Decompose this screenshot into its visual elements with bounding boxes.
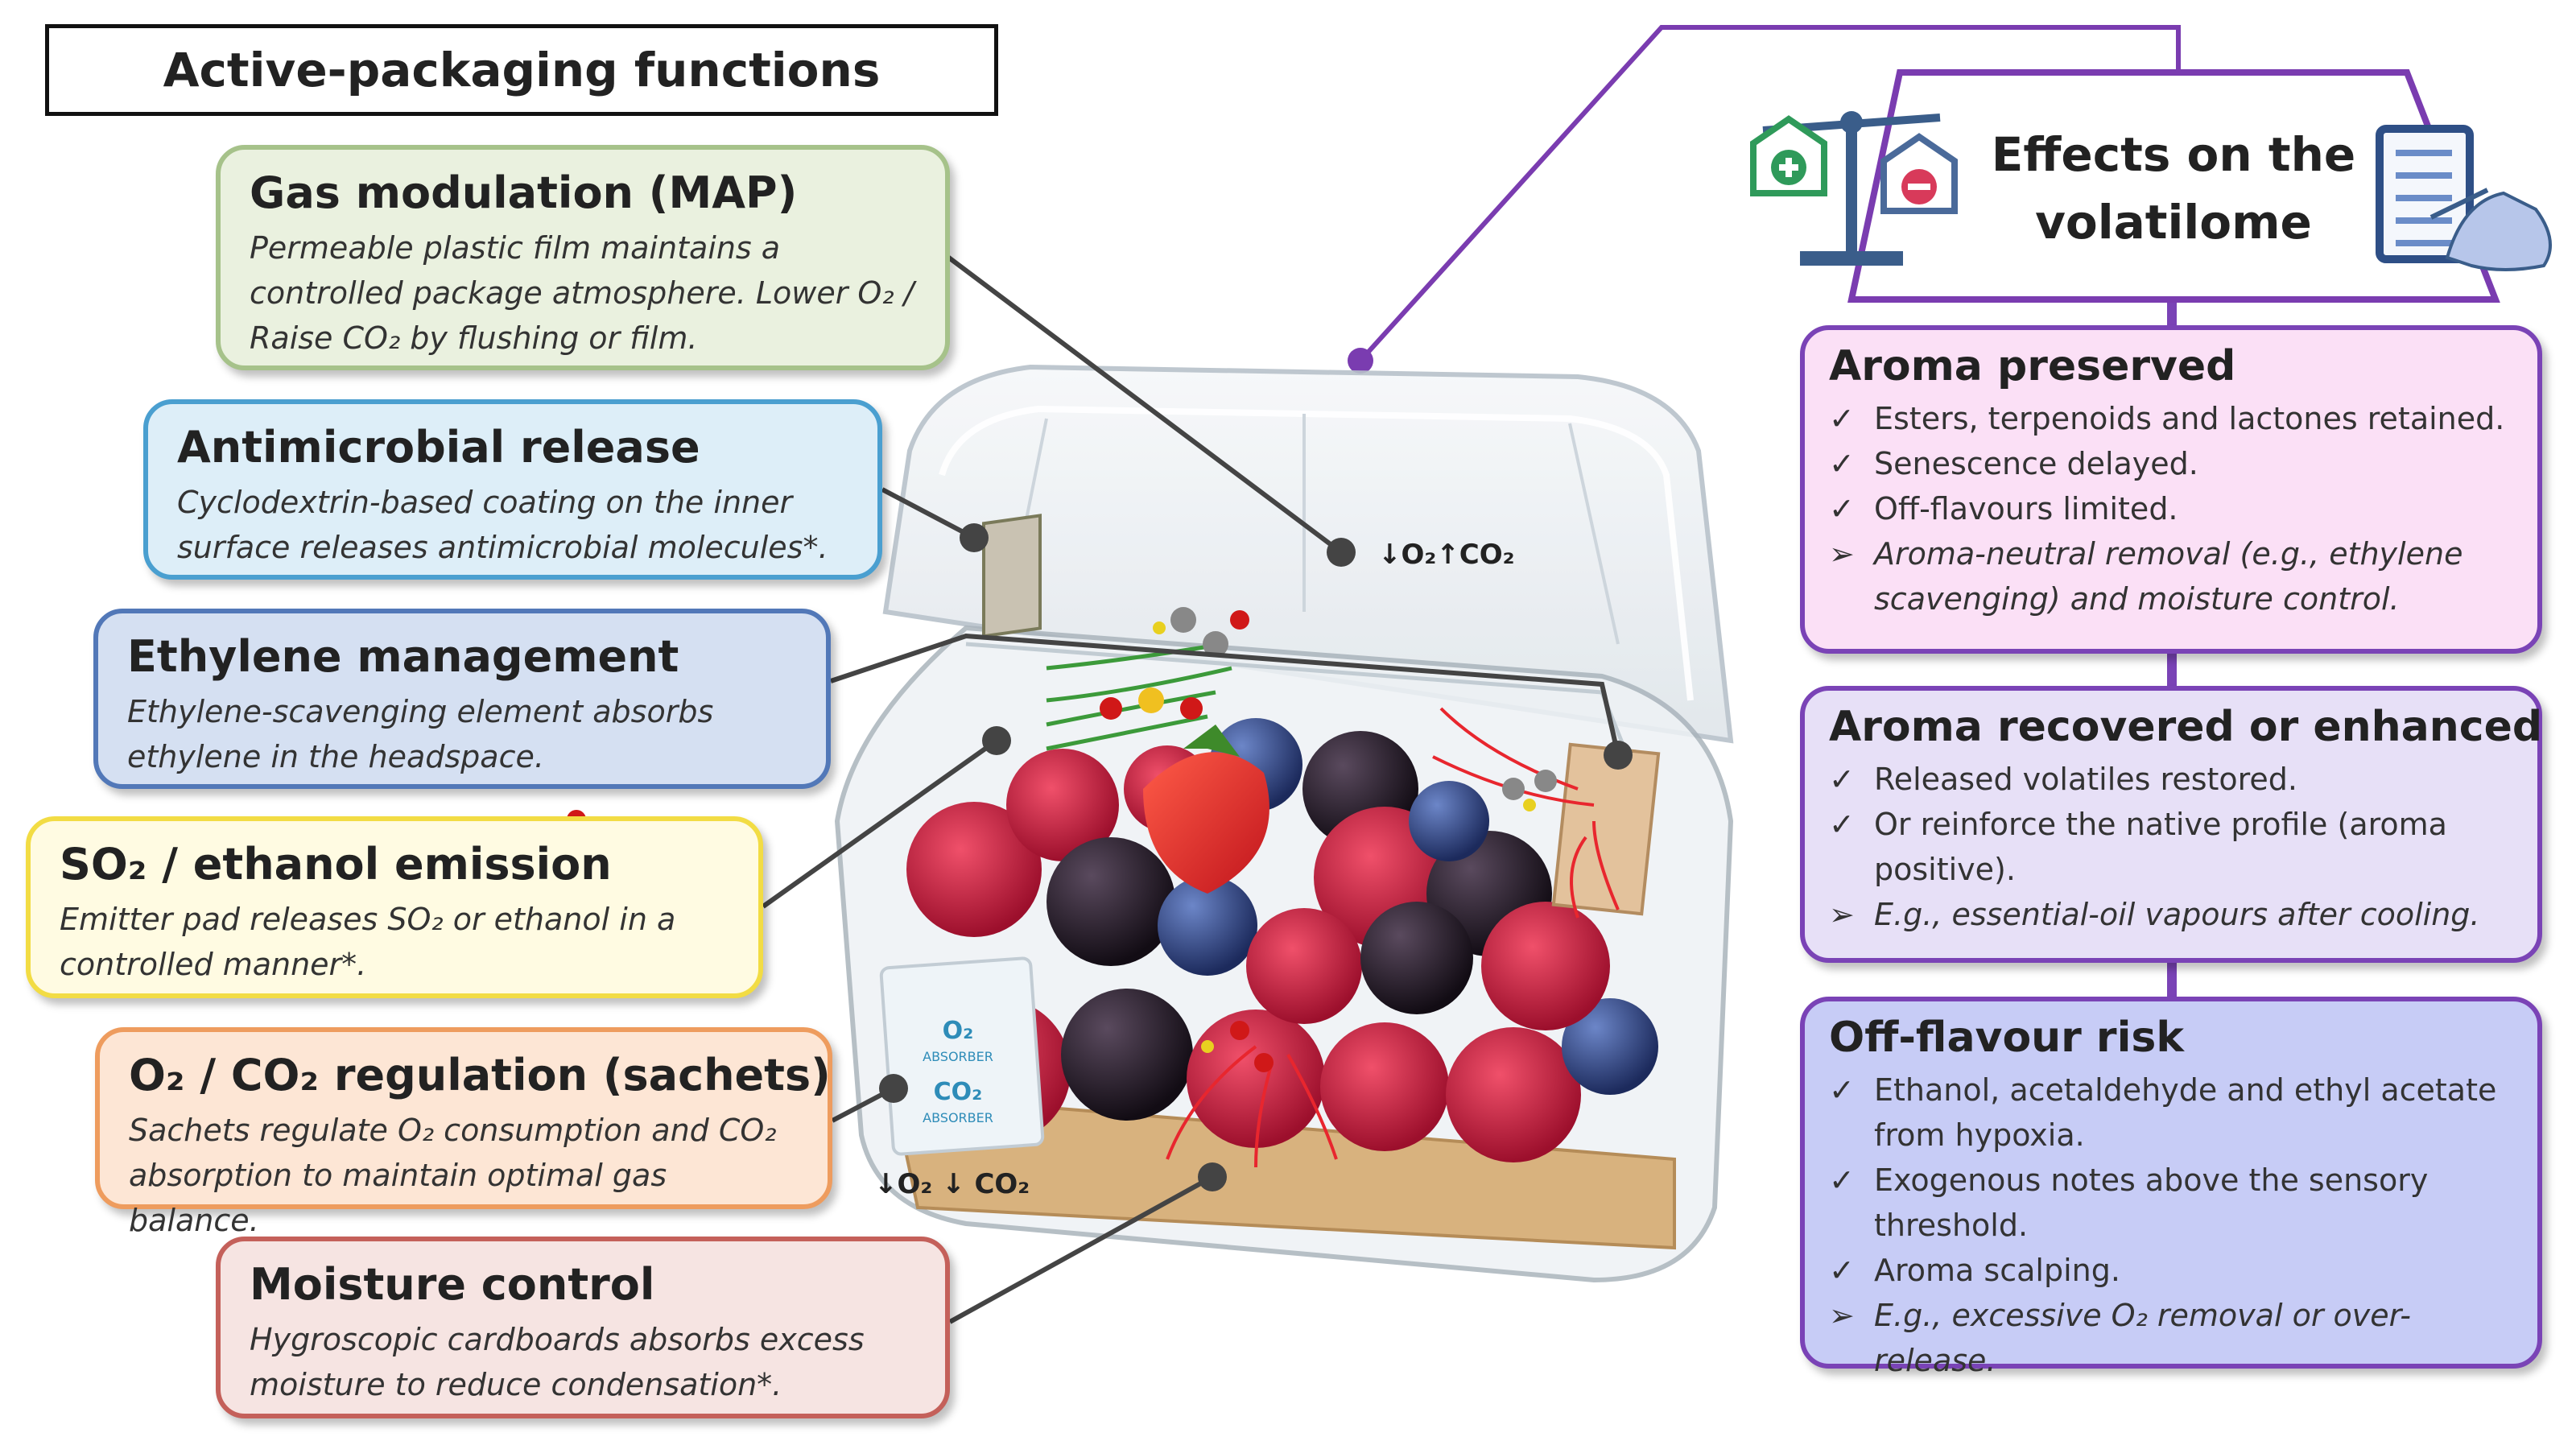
effect-item-text: Ethanol, acetaldehyde and ethyl acetate …: [1874, 1072, 2497, 1153]
ethylene-scavenger-pad: [982, 514, 1042, 638]
function-title: Antimicrobial release: [177, 422, 700, 473]
check-icon: ✓: [1829, 762, 1855, 797]
lid-gas-label: ↓O₂↑CO₂: [1378, 539, 1515, 571]
effect-item-text: Exogenous notes above the sensory thresh…: [1874, 1162, 2429, 1243]
function-anchor-dots: [879, 523, 1633, 1191]
function-title: Gas modulation (MAP): [250, 167, 798, 218]
function-title: Moisture control: [250, 1259, 655, 1310]
effect-list: ✓ Esters, terpenoids and lactones retaine…: [1829, 396, 2515, 621]
effect-list: ✓ Released volatiles restored. ✓ Or reinfo…: [1829, 757, 2515, 937]
check-icon: ✓: [1829, 1072, 1855, 1108]
function-box-antimicrobial-release: Antimicrobial release Cyclodextrin-based…: [143, 399, 882, 580]
effect-item-text: E.g., essential-oil vapours after coolin…: [1874, 897, 2480, 932]
effects-title-line2: volatilome: [2035, 195, 2312, 250]
effect-item-text: Or reinforce the native profile (aroma p…: [1874, 807, 2447, 887]
function-title: O₂ / CO₂ regulation (sachets): [129, 1050, 831, 1100]
function-description: Cyclodextrin-based coating on the inner …: [177, 485, 828, 565]
emitter-pad: [1551, 742, 1661, 916]
sachet-co2-label: ABSORBER: [923, 1110, 993, 1125]
page-title: Active-packaging functions: [45, 24, 998, 116]
effect-item: ➢ E.g., essential-oil vapours after cooli…: [1829, 892, 2515, 937]
check-icon: ✓: [1829, 491, 1855, 526]
function-title: SO₂ / ethanol emission: [60, 839, 612, 890]
check-icon: ✓: [1829, 1162, 1855, 1198]
function-description: Emitter pad releases SO₂ or ethanol in a…: [60, 902, 676, 982]
function-box-o2-co2-regulation: O₂ / CO₂ regulation (sachets) Sachets re…: [95, 1027, 832, 1238]
ethylene-absorb-arrows: [1046, 642, 1232, 751]
effect-item-text: Esters, terpenoids and lactones retained…: [1874, 401, 2505, 436]
effects-header-frame: [1847, 69, 2500, 303]
sachet-o2-label: ABSORBER: [923, 1049, 993, 1064]
effect-title: Aroma recovered or enhanced: [1829, 703, 2543, 751]
arrowhead-bullet-icon: ➢: [1829, 536, 1855, 572]
function-description: Sachets regulate O₂ consumption and CO₂ …: [129, 1113, 777, 1238]
effect-list: ✓ Ethanol, acetaldehyde and ethyl acetate…: [1829, 1067, 2515, 1383]
check-icon: ✓: [1829, 446, 1855, 481]
function-box-so2-ethanol-emission: SO₂ / ethanol emission Emitter pad relea…: [26, 816, 763, 998]
check-icon: ✓: [1829, 807, 1855, 842]
function-box-gas-modulation: Gas modulation (MAP) Permeable plastic f…: [216, 145, 950, 370]
effect-item: ✓ Or reinforce the native profile (aroma …: [1829, 802, 2515, 892]
function-box-moisture-control: Moisture control Hygroscopic cardboards …: [216, 1237, 950, 1418]
function-description: Ethylene-scavenging element absorbs ethy…: [127, 694, 714, 774]
effects-title-line1: Effects on the: [1991, 127, 2356, 182]
effect-item-text: Released volatiles restored.: [1874, 762, 2298, 797]
function-description: Hygroscopic cardboards absorbs excess mo…: [250, 1322, 865, 1402]
function-description: Permeable plastic film maintains a contr…: [250, 230, 914, 356]
effect-item: ✓ Senescence delayed.: [1829, 441, 2515, 486]
effect-item: ✓ Aroma scalping.: [1829, 1248, 2515, 1293]
effect-item: ➢ E.g., excessive O₂ removal or over-rele…: [1829, 1293, 2515, 1383]
sachet-o2-text: O₂: [943, 1017, 974, 1045]
function-box-ethylene-management: Ethylene management Ethylene-scavenging …: [93, 609, 831, 789]
effect-item-text: E.g., excessive O₂ removal or over-relea…: [1874, 1298, 2411, 1378]
effect-item: ✓ Esters, terpenoids and lactones retaine…: [1829, 396, 2515, 441]
effect-item-text: Senescence delayed.: [1874, 446, 2198, 481]
effect-title: Aroma preserved: [1829, 342, 2236, 390]
effect-item-text: Aroma scalping.: [1874, 1253, 2120, 1288]
check-icon: ✓: [1829, 401, 1855, 436]
absorber-sachet: [879, 956, 1045, 1156]
arrowhead-bullet-icon: ➢: [1829, 897, 1855, 932]
checklist-icon: [2376, 125, 2552, 271]
effects-connector-dot: [1348, 348, 1373, 374]
effect-item: ✓ Exogenous notes above the sensory thres…: [1829, 1158, 2515, 1248]
balance-scale-icon: [1750, 111, 1958, 266]
effect-item-text: Off-flavours limited.: [1874, 491, 2178, 526]
effect-item-text: Aroma-neutral removal (e.g., ethylene sc…: [1874, 536, 2463, 617]
effect-box-aroma-preserved: Aroma preserved ✓ Esters, terpenoids and …: [1800, 325, 2542, 654]
arrowhead-bullet-icon: ➢: [1829, 1298, 1855, 1333]
check-icon: ✓: [1829, 1253, 1855, 1288]
headspace-molecules: [1100, 607, 1557, 1072]
sachet-arrows: [1166, 1045, 1338, 1168]
effect-item: ➢ Aroma-neutral removal (e.g., ethylene s…: [1829, 531, 2515, 621]
effect-title: Off-flavour risk: [1829, 1014, 2184, 1062]
effects-header-title: Effects on the volatilome: [1916, 121, 2431, 282]
function-title: Ethylene management: [127, 631, 679, 682]
effects-connector: [1358, 25, 2181, 363]
effect-item: ✓ Released volatiles restored.: [1829, 757, 2515, 802]
effect-item: ✓ Ethanol, acetaldehyde and ethyl acetate…: [1829, 1067, 2515, 1158]
effect-box-off-flavour-risk: Off-flavour risk ✓ Ethanol, acetaldehyde …: [1800, 997, 2542, 1378]
effect-box-aroma-recovered: Aroma recovered or enhanced ✓ Released vo…: [1800, 686, 2542, 963]
sachet-gas-label: ↓O₂ ↓ CO₂: [874, 1168, 1030, 1200]
effect-item: ✓ Off-flavours limited.: [1829, 486, 2515, 531]
sachet-co2-text: CO₂: [934, 1078, 983, 1106]
